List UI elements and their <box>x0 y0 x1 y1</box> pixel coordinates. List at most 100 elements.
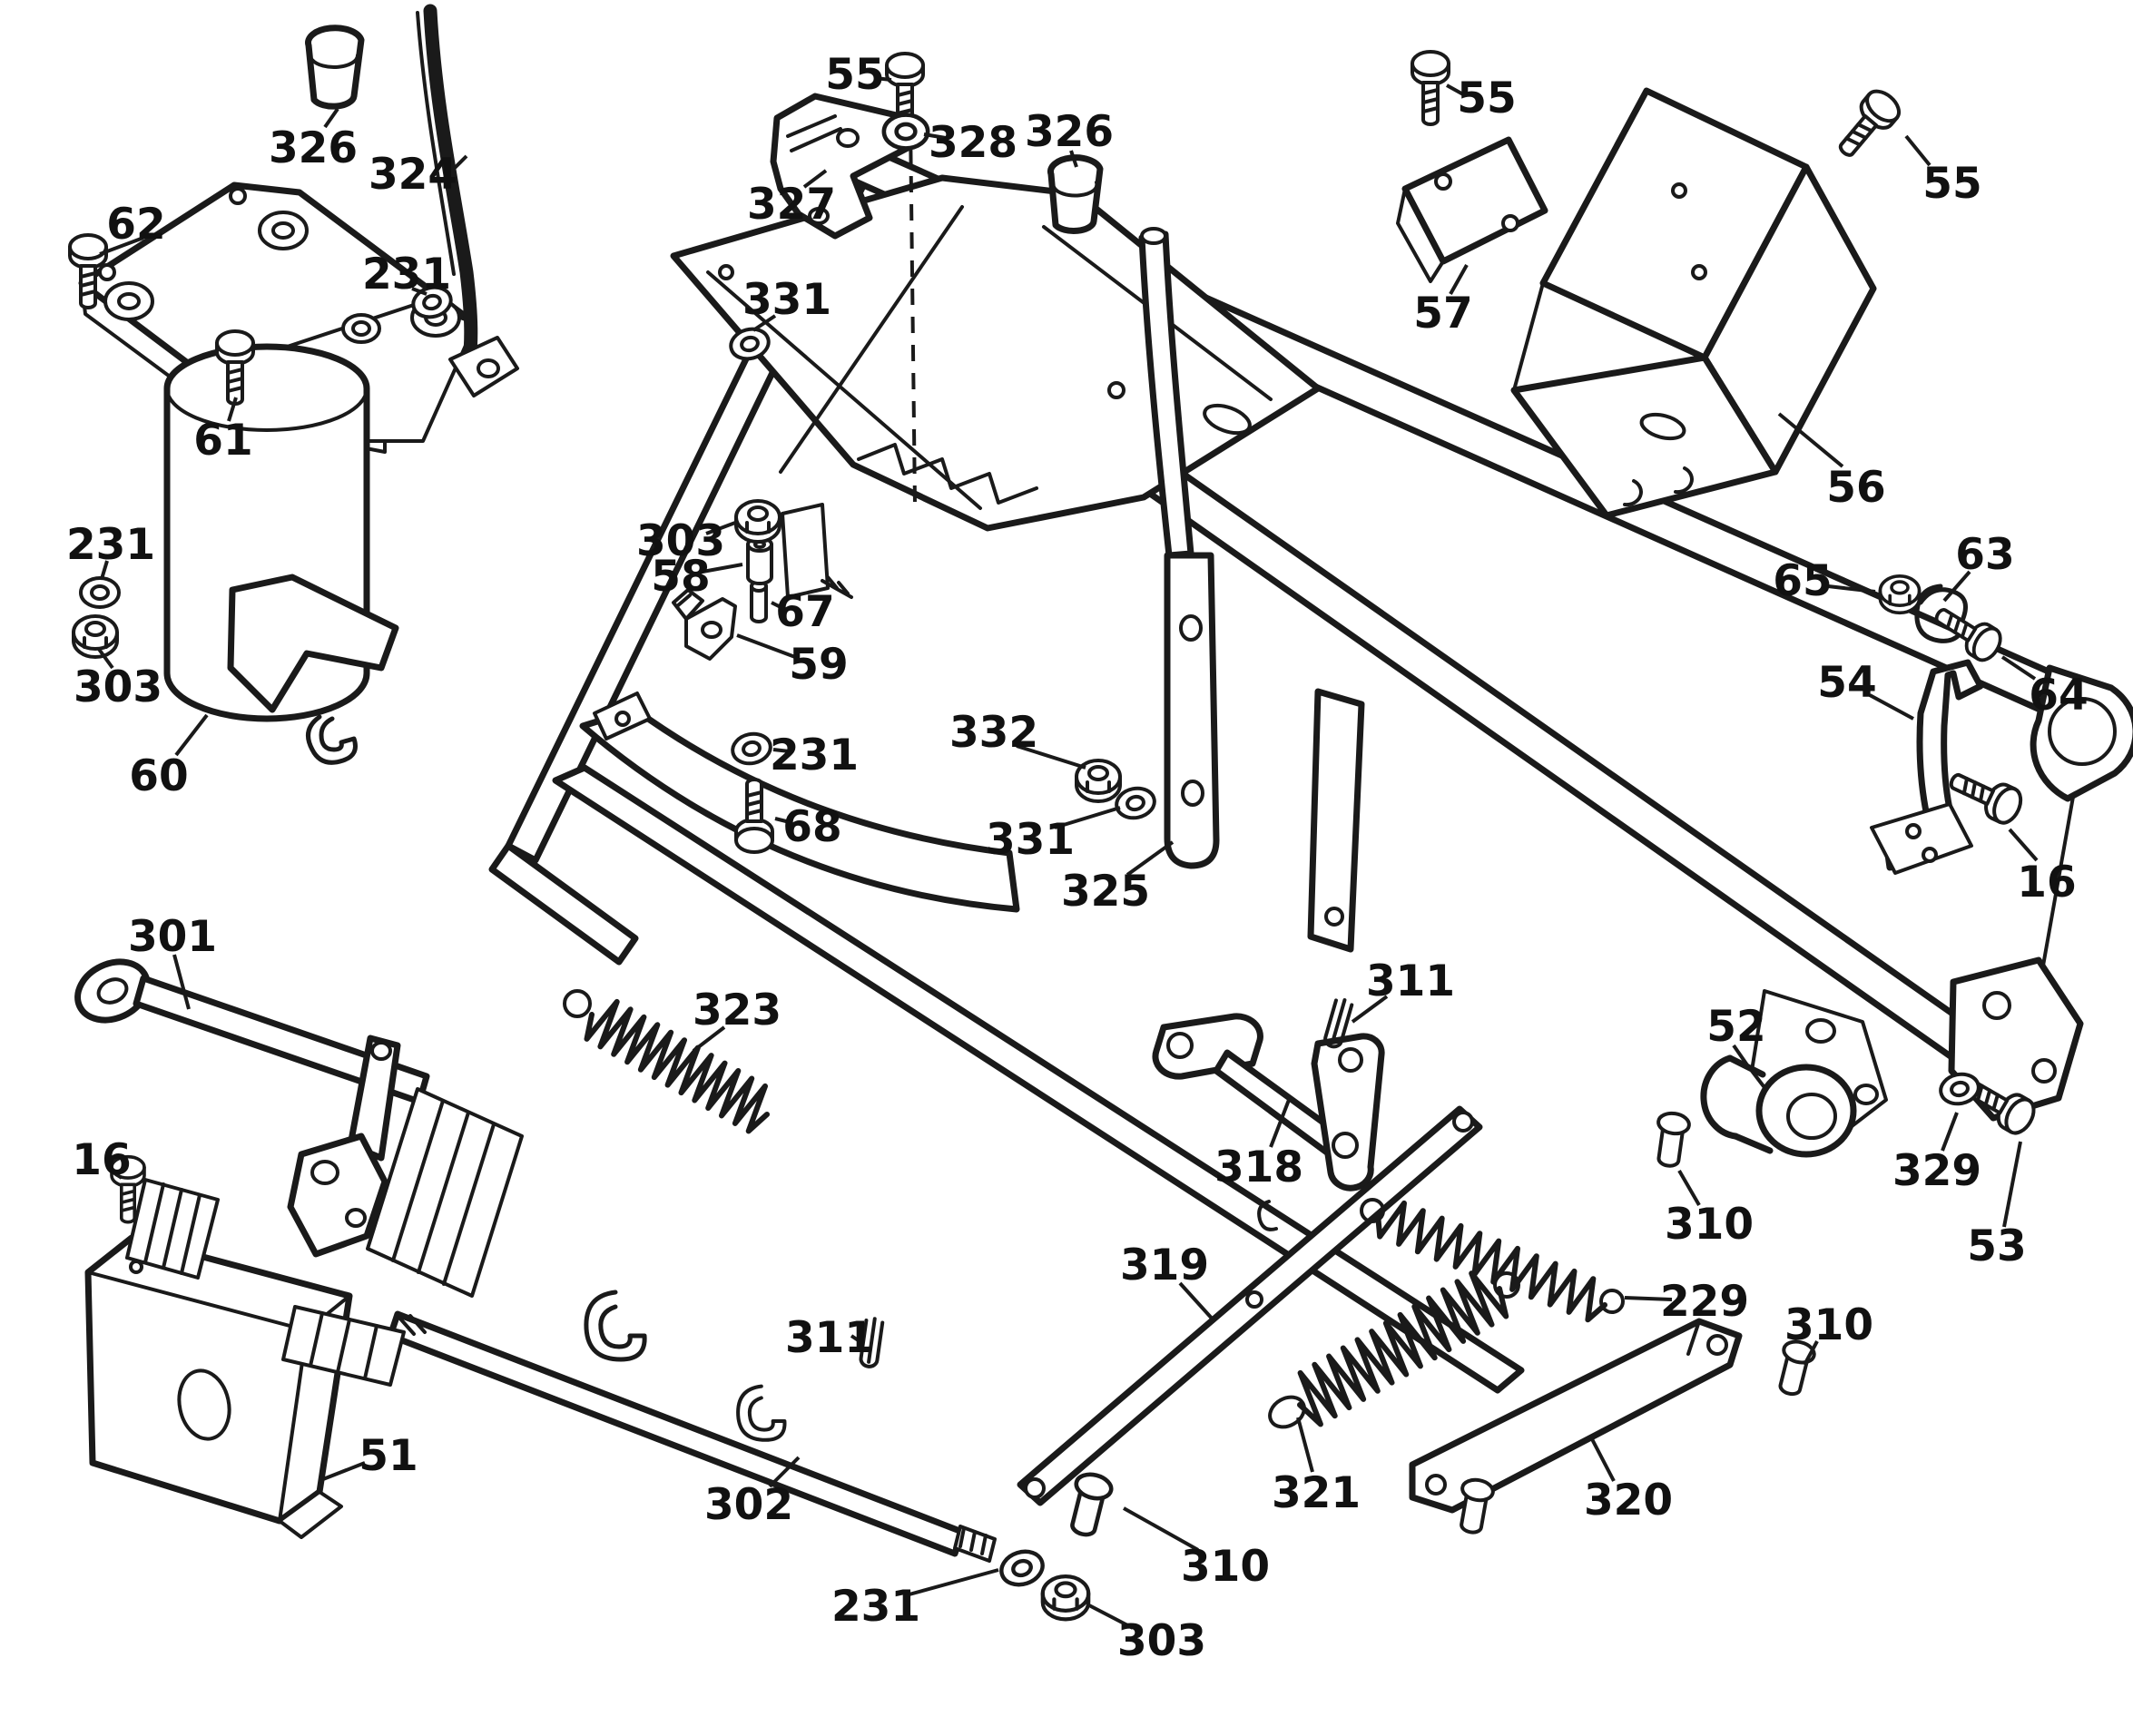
spring-323 <box>563 989 770 1134</box>
mount-hole <box>229 187 247 205</box>
bolt-axis-line <box>909 119 917 505</box>
leader-line-231 <box>772 748 791 753</box>
part-label-320: 320 <box>1584 1476 1673 1525</box>
corner-bracket-hole <box>1982 991 2011 1020</box>
pivot-plate-hole <box>2048 697 2117 766</box>
part-label-53: 53 <box>1967 1221 2026 1271</box>
hanger-strap-hole <box>1324 907 1344 927</box>
part-label-57: 57 <box>1413 289 1472 338</box>
part-label-302: 302 <box>704 1480 793 1530</box>
leader-line-231 <box>905 1568 999 1597</box>
deck-hanger-hook <box>586 1292 644 1359</box>
leader-line-327 <box>802 169 828 189</box>
deck-hole <box>718 264 734 280</box>
hanger-strap <box>1307 688 1365 953</box>
part-label-62: 62 <box>106 200 165 250</box>
box-bracket-51 <box>84 1234 353 1539</box>
knob-326-left <box>305 25 365 110</box>
part-label-303: 303 <box>1117 1616 1206 1666</box>
rod-301 <box>74 958 430 1105</box>
leader-line-319 <box>1178 1281 1216 1323</box>
bolt-55-right <box>1828 83 1907 167</box>
deck-hole <box>1107 381 1125 399</box>
lower-curved-panel <box>579 706 1020 913</box>
leader-line-68 <box>774 817 791 824</box>
leader-line-310 <box>1123 1506 1199 1552</box>
part-label-67: 67 <box>775 587 834 637</box>
part-label-331: 331 <box>742 275 831 325</box>
part-label-63: 63 <box>1955 530 2014 580</box>
leader-line-58 <box>702 563 743 574</box>
bolt-55-mid <box>1411 50 1450 126</box>
leader-line-301 <box>172 954 191 1010</box>
part-label-301: 301 <box>128 912 217 962</box>
part-label-321: 321 <box>1272 1468 1361 1518</box>
leader-line-310 <box>1677 1169 1701 1207</box>
strap-320 <box>1409 1318 1743 1514</box>
leader-line-303 <box>96 646 114 670</box>
leader-line-311 <box>850 1334 864 1345</box>
fork-bar-327 <box>770 93 913 240</box>
deck-zigzag-slots <box>857 443 1038 505</box>
part-label-310: 310 <box>1181 1542 1270 1592</box>
leader-line-331 <box>752 314 777 332</box>
leader-line-303 <box>1086 1603 1134 1630</box>
mount-hole <box>98 263 116 281</box>
bracket-57 <box>1396 136 1548 283</box>
nut-303-left <box>72 614 119 659</box>
part-label-311: 311 <box>1366 956 1455 1006</box>
part-label-54: 54 <box>1817 658 1876 708</box>
part-label-231: 231 <box>831 1582 920 1632</box>
part-label-311: 311 <box>785 1313 874 1363</box>
part-label-231: 231 <box>362 250 451 299</box>
part-label-303: 303 <box>74 662 162 712</box>
part-label-16: 16 <box>2017 858 2076 907</box>
part-label-59: 59 <box>789 640 848 690</box>
leader-line-326 <box>323 107 339 129</box>
lift-strap-325 <box>1138 227 1220 869</box>
part-label-326: 326 <box>269 123 358 173</box>
leader-line-302 <box>768 1456 801 1488</box>
part-label-231: 231 <box>770 731 859 780</box>
roller-52 <box>1700 989 1888 1158</box>
lift-bar-319 <box>1017 1105 1483 1506</box>
leader-line-52 <box>1732 1044 1752 1071</box>
leader-line-324 <box>452 154 468 171</box>
part-label-51: 51 <box>359 1431 418 1481</box>
nut-303-mid <box>734 499 781 544</box>
washer-231-left <box>79 576 121 609</box>
leader-line-54 <box>1869 693 1914 721</box>
pin-310-right-upper <box>1650 1109 1693 1170</box>
part-label-310: 310 <box>1784 1300 1873 1350</box>
cup-60-rim <box>165 387 369 432</box>
leader-line-328 <box>923 132 947 140</box>
deck-plate <box>670 174 1322 532</box>
pin-310-bottom-center <box>1065 1471 1114 1538</box>
pin-67 <box>750 580 768 623</box>
washer-231-mid <box>728 728 775 770</box>
leader-line-229 <box>1624 1296 1673 1301</box>
box-bracket-56 <box>1510 87 1877 519</box>
part-label-68: 68 <box>782 802 841 852</box>
part-label-16: 16 <box>72 1135 131 1185</box>
part-label-332: 332 <box>949 708 1038 758</box>
shift-lever-324 <box>416 4 519 397</box>
washer-328 <box>884 115 928 149</box>
part-label-60: 60 <box>129 751 188 801</box>
part-label-331: 331 <box>986 815 1075 865</box>
leader-line-60 <box>174 713 209 757</box>
leader-line-61 <box>227 397 238 422</box>
panel-tab-hole <box>614 711 631 727</box>
leader-line-16 <box>2008 828 2039 862</box>
leader-line-55 <box>874 76 892 82</box>
bushing-58 <box>746 536 773 585</box>
deck-hanger-hook <box>738 1387 784 1440</box>
leader-line-64 <box>2000 655 2037 681</box>
nut-303-bottom <box>1043 1576 1088 1619</box>
part-label-55: 55 <box>825 50 884 100</box>
part-label-323: 323 <box>693 986 781 1035</box>
frame-left-stub <box>488 842 639 966</box>
part-label-318: 318 <box>1214 1143 1303 1192</box>
